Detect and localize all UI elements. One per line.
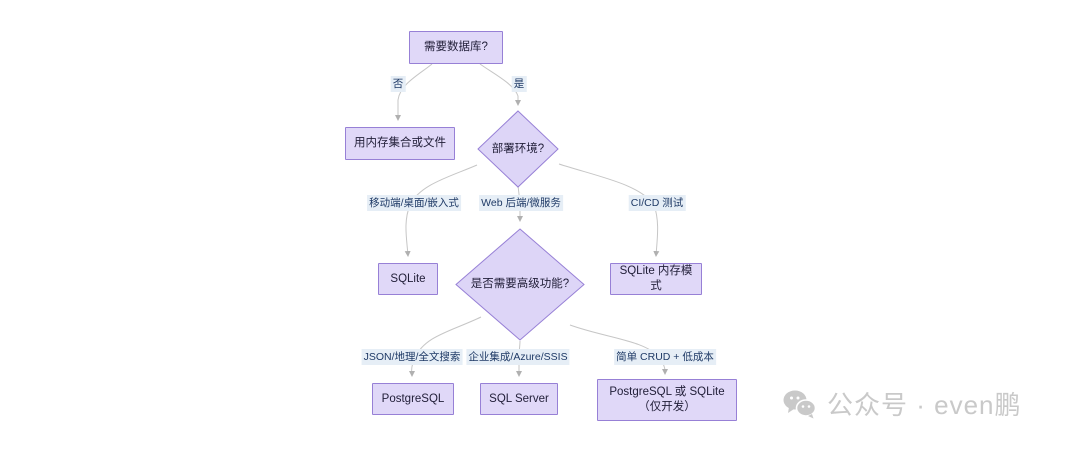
edge-label-cicd-test: CI/CD 测试: [628, 195, 686, 211]
edge-label-text: 简单 CRUD + 低成本: [616, 351, 714, 363]
node-deploy-env-label: 部署环境?: [491, 142, 545, 155]
edge-label-text: 是: [513, 78, 525, 90]
watermark: 公众号 · even鹏: [783, 385, 1022, 422]
watermark-text: 公众号 · even鹏: [827, 390, 1022, 420]
node-sqlite-memory[interactable]: SQLite 内存模式: [610, 263, 702, 295]
edge-label-simple-crud-low-cost: 简单 CRUD + 低成本: [614, 349, 716, 365]
edge-label-text: JSON/地理/全文搜索: [363, 351, 461, 363]
node-memory-file[interactable]: 用内存集合或文件: [345, 127, 455, 160]
edge-label-web-backend-microservice: Web 后端/微服务: [479, 195, 563, 211]
edge-label-need-db-no: 否: [390, 76, 406, 92]
node-need-db-label: 需要数据库?: [424, 41, 488, 53]
node-sqlite-label: SQLite: [390, 272, 426, 285]
node-postgresql[interactable]: PostgreSQL: [372, 383, 454, 415]
edge-label-need-db-yes: 是: [511, 76, 527, 92]
diamond-shape: [477, 110, 559, 188]
node-postgresql-label: PostgreSQL: [381, 392, 445, 405]
node-sqlserver[interactable]: SQL Server: [480, 383, 558, 415]
node-advanced-feat[interactable]: 是否需要高级功能?: [455, 228, 585, 341]
edge-label-text: Web 后端/微服务: [481, 197, 561, 209]
edge-label-text: 否: [392, 78, 404, 90]
node-deploy-env[interactable]: 部署环境?: [477, 110, 559, 188]
diamond-shape: [455, 228, 585, 341]
edge-label-text: 企业集成/Azure/SSIS: [468, 351, 568, 363]
node-advanced-feat-label: 是否需要高级功能?: [470, 278, 570, 290]
node-sqlite-memory-label: SQLite 内存模式: [619, 265, 693, 292]
node-pg-or-sqlite-label: PostgreSQL 或 SQLite（仅开发）: [609, 386, 725, 413]
edge-label-json-geo-fulltext: JSON/地理/全文搜索: [361, 349, 463, 365]
edge-label-text: 移动端/桌面/嵌入式: [369, 197, 459, 209]
edge-label-mobile-desktop-embedded: 移动端/桌面/嵌入式: [367, 195, 461, 211]
edge-label-text: CI/CD 测试: [630, 197, 684, 209]
node-need-db[interactable]: 需要数据库?: [409, 31, 503, 64]
wechat-icon: [783, 390, 817, 418]
edge-label-enterprise-azure-ssis: 企业集成/Azure/SSIS: [466, 349, 570, 365]
edge-need-db-to-memory-file: [395, 63, 433, 121]
node-pg-or-sqlite[interactable]: PostgreSQL 或 SQLite（仅开发）: [597, 379, 737, 421]
node-sqlserver-label: SQL Server: [489, 392, 549, 405]
node-sqlite[interactable]: SQLite: [378, 263, 438, 295]
node-memory-file-label: 用内存集合或文件: [354, 137, 446, 149]
